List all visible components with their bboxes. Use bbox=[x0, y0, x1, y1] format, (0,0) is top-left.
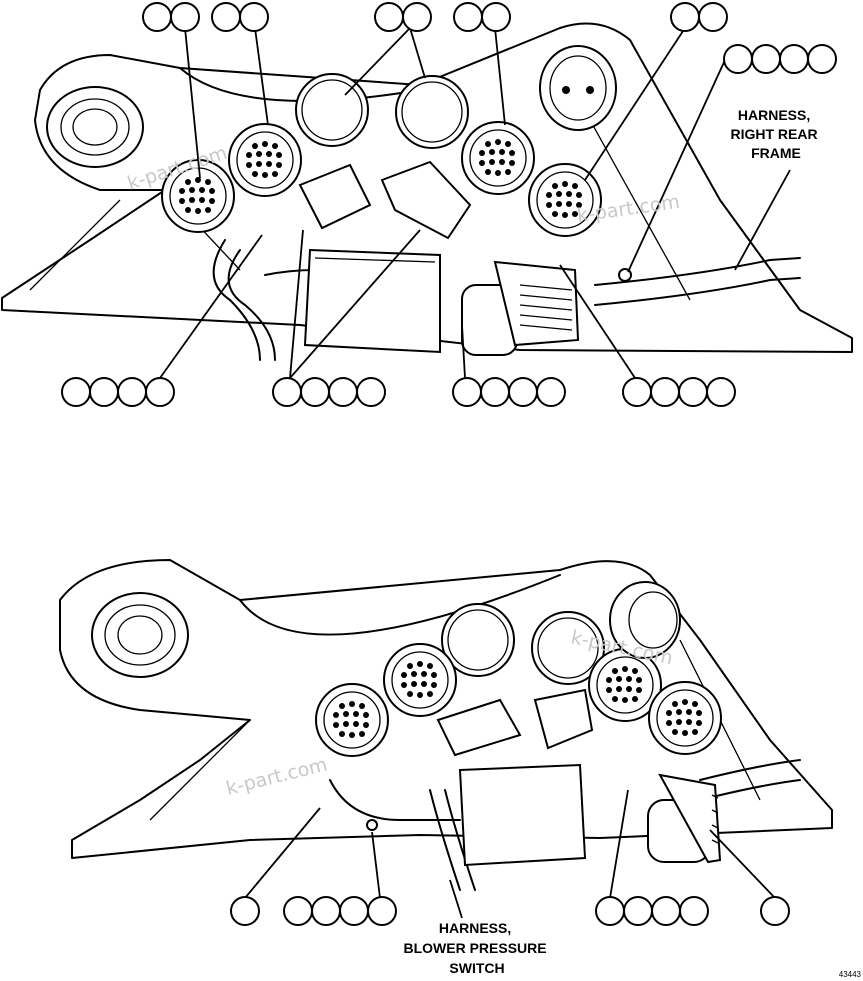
bottom-control-module bbox=[458, 763, 587, 867]
top-frame-outline bbox=[1, 22, 853, 353]
top-harness-right bbox=[594, 257, 801, 286]
watermark-4: k-part.com bbox=[224, 753, 330, 799]
label-harness-bps-line-3: SWITCH bbox=[449, 960, 504, 976]
leader-lines bbox=[159, 27, 791, 919]
label-harness-rrf-line-1: HARNESS, bbox=[738, 107, 810, 123]
callout-group-2 bbox=[211, 2, 269, 32]
label-harness-bps-line-2: BLOWER PRESSURE bbox=[403, 940, 546, 956]
callout-group-12 bbox=[283, 896, 397, 926]
label-harness-rrf-line-2: RIGHT REAR bbox=[730, 126, 817, 142]
callout-group-13 bbox=[595, 896, 709, 926]
bottom-relay-1 bbox=[436, 698, 522, 757]
top-pivot-bore bbox=[60, 98, 130, 156]
top-harness-left bbox=[212, 239, 261, 361]
top-plug-cap bbox=[539, 45, 617, 131]
figure-number: 43443 bbox=[839, 970, 862, 979]
top-arm-inner-edge bbox=[179, 67, 421, 102]
callout-group-1 bbox=[142, 2, 200, 32]
callout-group-10 bbox=[622, 377, 736, 407]
callout-group-4 bbox=[453, 2, 511, 32]
callout-group-6 bbox=[723, 44, 837, 74]
bottom-round-connector-1 bbox=[383, 643, 457, 717]
bottom-arm-inner-edge bbox=[239, 574, 561, 636]
label-harness-bps-line-1: HARNESS, bbox=[439, 920, 511, 936]
bottom-frame-outline bbox=[59, 559, 833, 859]
callout-group-11 bbox=[230, 896, 260, 926]
callout-group-7 bbox=[61, 377, 175, 407]
bottom-harness-blower bbox=[429, 789, 461, 891]
bottom-relay-2 bbox=[533, 688, 594, 750]
callout-group-8 bbox=[272, 377, 386, 407]
top-cap-connector-1 bbox=[295, 73, 369, 147]
bottom-plug-cap bbox=[609, 581, 681, 659]
callout-group-14 bbox=[760, 896, 790, 926]
top-pressure-switch-body bbox=[493, 260, 580, 347]
top-control-module bbox=[303, 248, 441, 354]
top-round-connector-3 bbox=[461, 121, 535, 195]
bottom-round-connector-2 bbox=[315, 683, 389, 757]
callout-group-9 bbox=[452, 377, 566, 407]
callout-group-5 bbox=[670, 2, 728, 32]
callouts bbox=[61, 2, 837, 926]
top-frame-view bbox=[1, 22, 853, 361]
top-round-connector-1 bbox=[228, 123, 302, 197]
top-relay-1 bbox=[298, 163, 372, 230]
label-harness-right-rear-frame: HARNESS, RIGHT REAR FRAME bbox=[730, 107, 821, 161]
bottom-harness-clip bbox=[366, 819, 378, 831]
bottom-round-connector-4 bbox=[648, 681, 722, 755]
label-harness-blower-pressure-switch: HARNESS, BLOWER PRESSURE SWITCH bbox=[403, 920, 550, 976]
bottom-frame-view bbox=[59, 559, 833, 891]
callout-group-3 bbox=[374, 2, 432, 32]
label-harness-rrf-line-3: FRAME bbox=[751, 145, 801, 161]
bottom-pressure-switch-body bbox=[658, 773, 722, 864]
top-relay-2 bbox=[380, 160, 472, 240]
top-cap-connector-2 bbox=[395, 75, 469, 149]
